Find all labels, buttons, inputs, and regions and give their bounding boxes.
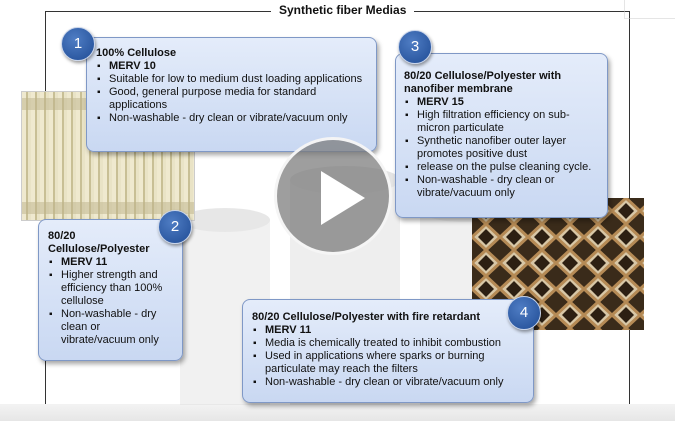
callout-heading: 80/20 Cellulose/Polyester with fire reta… (252, 311, 481, 323)
list-item: Non-washable - dry clean or vibrate/vacu… (96, 112, 368, 125)
play-icon (321, 171, 365, 225)
list-item: Non-washable - dry clean or vibrate/vacu… (48, 308, 176, 347)
slide-title: Synthetic fiber Medias (271, 3, 415, 17)
player-bottom-bar (0, 404, 675, 421)
video-play-button[interactable] (274, 137, 392, 255)
callout-list: MERV 10 Suitable for low to medium dust … (96, 60, 368, 125)
number-badge-2: 2 (158, 210, 192, 244)
callout-list: MERV 11 Higher strength and efficiency t… (48, 256, 176, 347)
callout-heading: 100% Cellulose (96, 47, 177, 59)
callout-nanofiber-membrane: 80/20 Cellulose/Polyester with nanofiber… (395, 53, 608, 218)
list-item: Media is chemically treated to inhibit c… (252, 337, 527, 350)
number-badge-4: 4 (507, 296, 541, 330)
callout-list: MERV 11 Media is chemically treated to i… (252, 324, 527, 389)
corner-sketch-image (624, 0, 675, 19)
callout-cellulose-polyester: 80/20 Cellulose/Polyester MERV 11 Higher… (38, 219, 183, 361)
list-item: Good, general purpose media for standard… (96, 86, 368, 112)
callout-heading: 80/20 Cellulose/Polyester with nanofiber… (404, 70, 562, 95)
callout-heading: 80/20 Cellulose/Polyester (48, 230, 150, 255)
list-item: MERV 11 (48, 256, 176, 269)
list-item: Synthetic nanofiber outer layer promotes… (404, 135, 601, 161)
list-item: Suitable for low to medium dust loading … (96, 73, 368, 86)
list-item: MERV 11 (252, 324, 527, 337)
list-item: MERV 10 (96, 60, 368, 73)
list-item: MERV 15 (404, 96, 601, 109)
list-item: Non-washable - dry clean or vibrate/vacu… (252, 376, 527, 389)
callout-cellulose: 100% Cellulose MERV 10 Suitable for low … (86, 37, 377, 152)
number-badge-1: 1 (61, 27, 95, 61)
list-item: Used in applications where sparks or bur… (252, 350, 527, 376)
number-badge-3: 3 (398, 30, 432, 64)
list-item: Non-washable - dry clean or vibrate/vacu… (404, 174, 601, 200)
callout-list: MERV 15 High filtration efficiency on su… (404, 96, 601, 200)
list-item: High filtration efficiency on sub-micron… (404, 109, 601, 135)
list-item: Higher strength and efficiency than 100%… (48, 269, 176, 308)
list-item: release on the pulse cleaning cycle. (404, 161, 601, 174)
callout-fire-retardant: 80/20 Cellulose/Polyester with fire reta… (242, 299, 534, 403)
nanofiber-mesh-photo (472, 198, 644, 330)
